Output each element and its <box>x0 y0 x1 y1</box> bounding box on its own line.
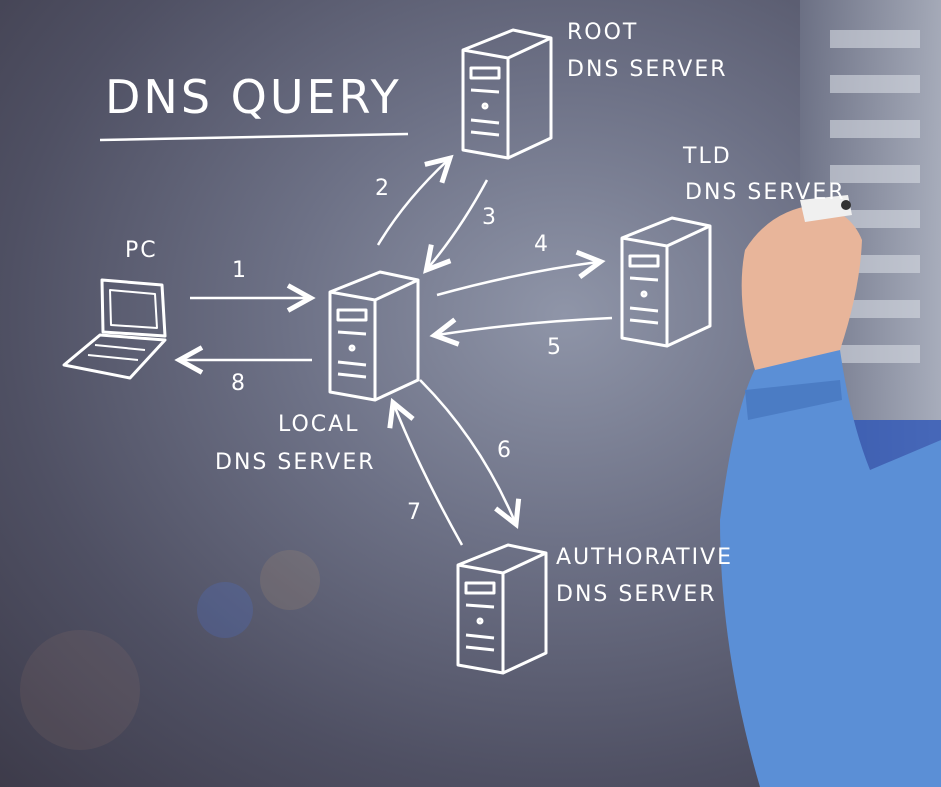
title-underline <box>99 132 409 142</box>
step-4-label: 4 <box>534 232 548 257</box>
step-3-label: 3 <box>482 205 496 230</box>
step-2-label: 2 <box>375 176 389 201</box>
step-8-label: 8 <box>231 371 245 396</box>
arrow-step-4 <box>436 262 598 297</box>
local-label-line1: LOCAL <box>278 412 360 437</box>
step-1-label: 1 <box>232 258 246 283</box>
tld-dns-server-icon <box>620 216 712 348</box>
tld-label-line1: TLD <box>683 144 732 169</box>
pc-laptop-icon <box>62 278 167 380</box>
root-label-line2: DNS SERVER <box>567 57 728 82</box>
root-label-line1: ROOT <box>567 20 639 45</box>
arrow-step-5 <box>437 316 613 335</box>
local-dns-server-icon <box>328 270 420 402</box>
pc-label: PC <box>125 238 158 263</box>
step-6-label: 6 <box>497 438 511 463</box>
arrow-step-6 <box>419 379 515 522</box>
authoritative-label-line2: DNS SERVER <box>556 582 717 607</box>
authoritative-dns-server-icon <box>456 543 548 675</box>
step-7-label: 7 <box>407 500 421 525</box>
step-5-label: 5 <box>547 335 561 360</box>
arrow-step-3 <box>428 179 489 268</box>
diagram-title: DNS QUERY <box>105 70 402 124</box>
tld-label-line2: DNS SERVER <box>685 180 846 205</box>
local-label-line2: DNS SERVER <box>215 450 376 475</box>
root-dns-server-icon <box>461 28 553 160</box>
arrow-step-7 <box>394 405 464 546</box>
hand-holding-marker <box>720 195 941 787</box>
arrow-step-2 <box>376 160 448 246</box>
authoritative-label-line1: AUTHORATIVE <box>556 545 734 570</box>
